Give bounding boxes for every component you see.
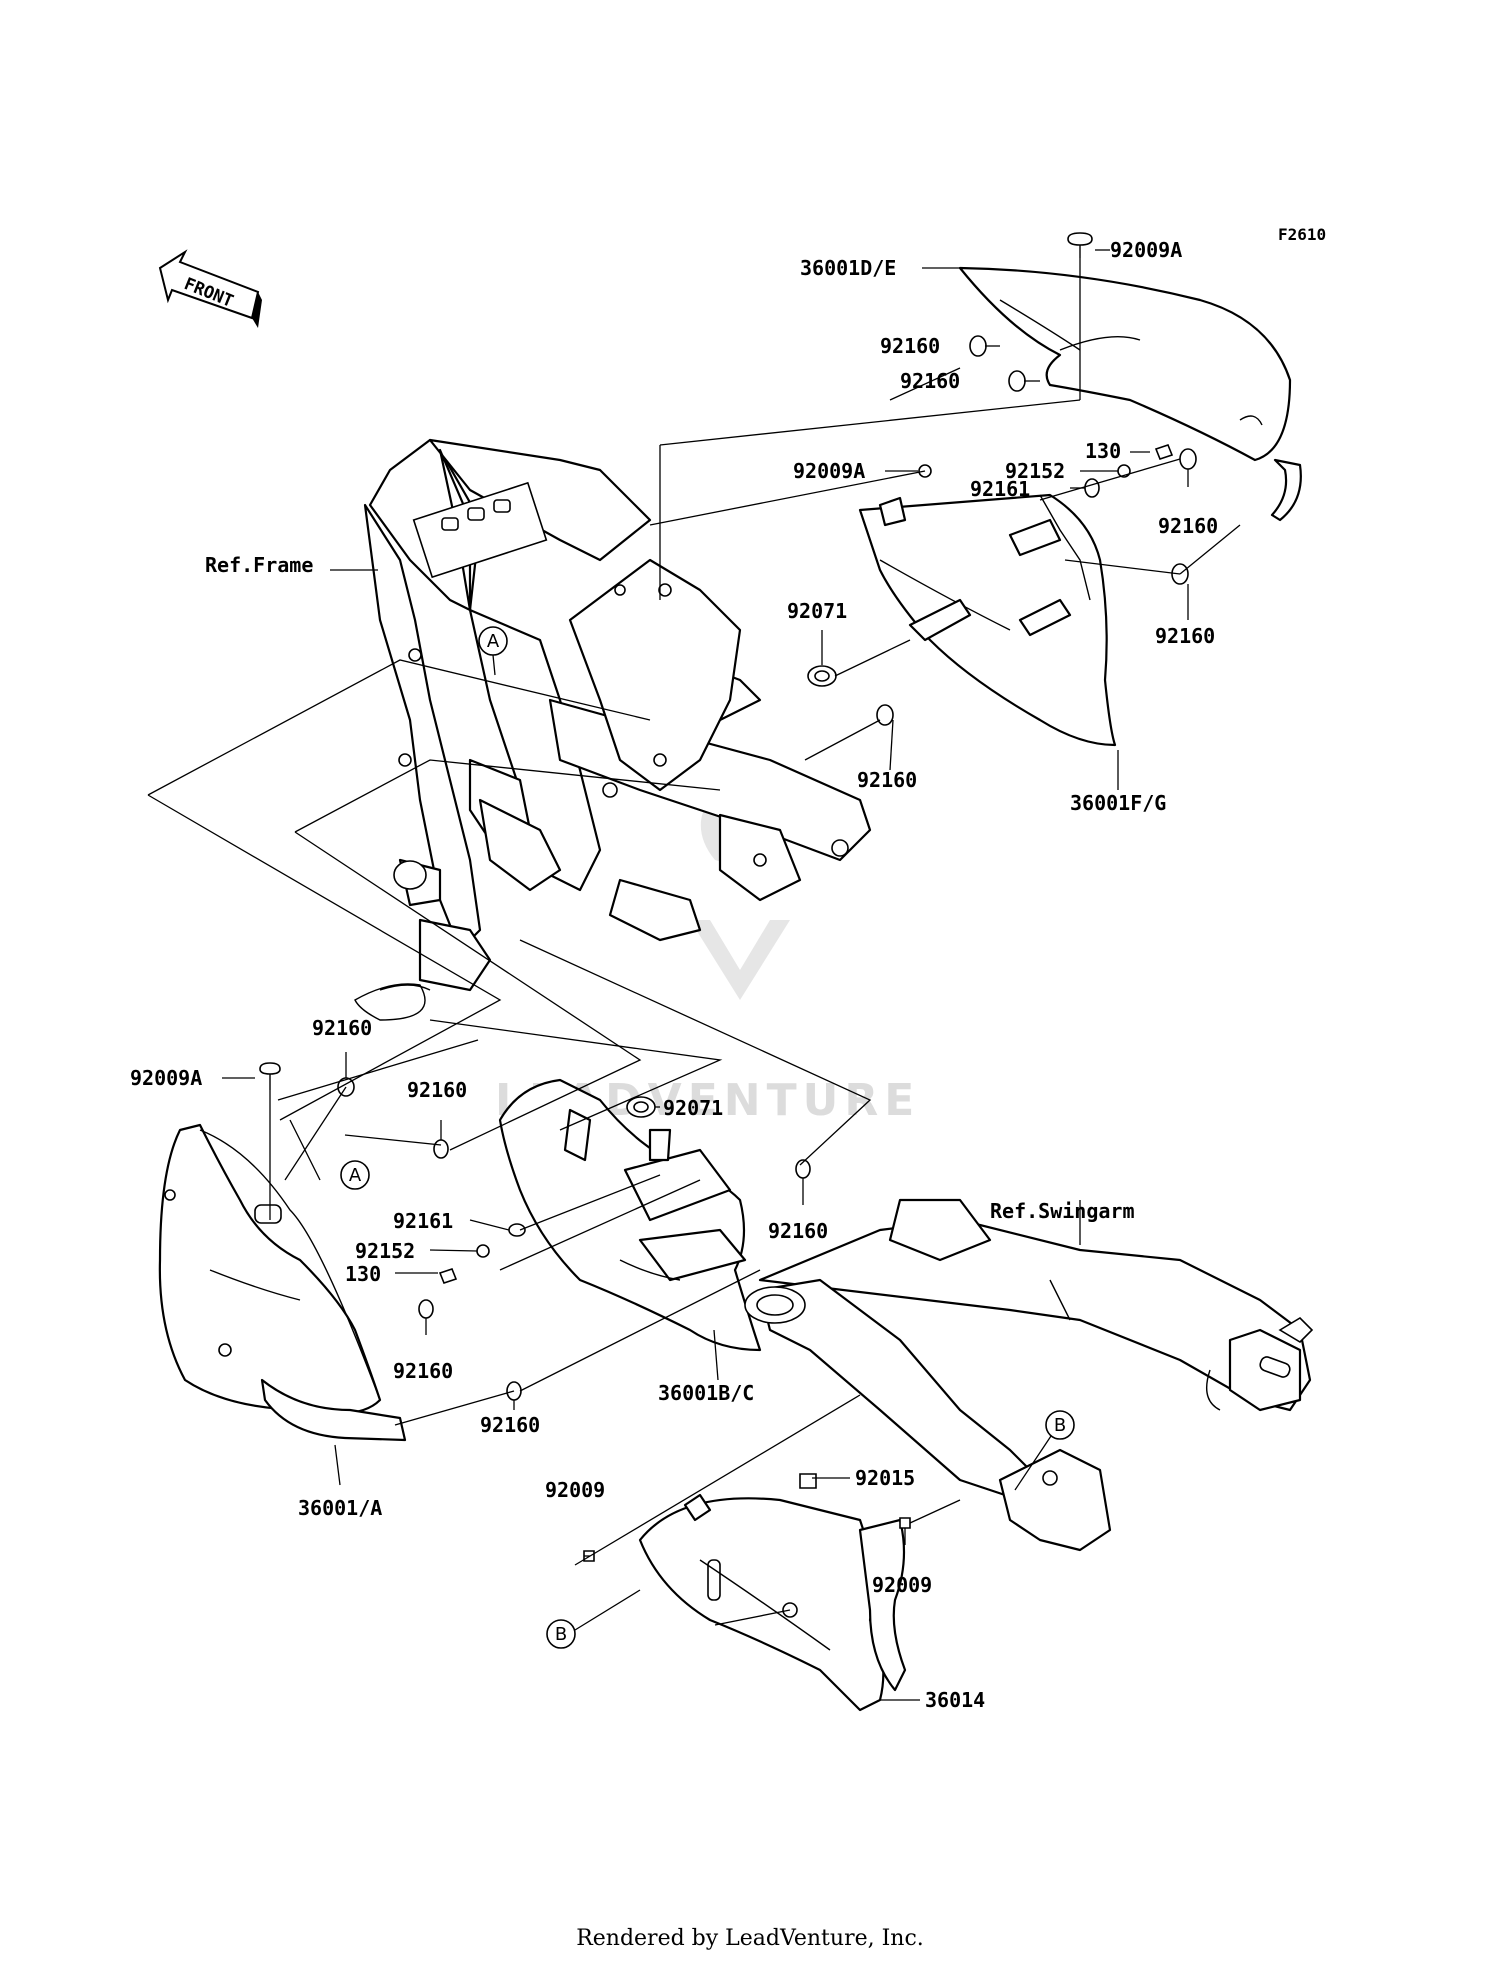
label-92009-left: 92009 — [545, 1478, 605, 1502]
label-92160-right-bot: 92160 — [1155, 624, 1215, 648]
svg-text:A: A — [487, 631, 500, 652]
swingarm-reference — [744, 1198, 1314, 1552]
label-92160-low-a: 92160 — [393, 1359, 453, 1383]
callout-b-right: B — [1045, 1410, 1075, 1440]
label-36001bc: 36001B/C — [658, 1381, 754, 1405]
label-92015: 92015 — [855, 1466, 915, 1490]
label-92160-left-top: 92160 — [312, 1016, 372, 1040]
label-92160-b: 92160 — [900, 369, 960, 393]
hardware — [259, 232, 1197, 1562]
label-ref-frame: Ref.Frame — [205, 553, 313, 577]
cover-36001bc — [498, 1078, 762, 1352]
label-92009-right: 92009 — [872, 1573, 932, 1597]
label-92161-top: 92161 — [970, 477, 1030, 501]
figure-code: F2610 — [1278, 225, 1326, 244]
label-92071-mid: 92071 — [663, 1096, 723, 1120]
label-92160-center: 92160 — [857, 768, 917, 792]
front-arrow-icon: FRONT — [158, 249, 262, 328]
label-92160-right-top: 92160 — [1158, 514, 1218, 538]
label-36001de: 36001D/E — [800, 256, 896, 280]
label-36001fg: 36001F/G — [1070, 791, 1166, 815]
svg-text:A: A — [349, 1165, 362, 1186]
label-92009a-left: 92009A — [130, 1066, 202, 1090]
svg-text:B: B — [555, 1624, 567, 1645]
label-92160-a: 92160 — [880, 334, 940, 358]
cover-36001de — [958, 266, 1302, 522]
label-92160-left-mid: 92160 — [407, 1078, 467, 1102]
chain-cover-36014 — [638, 1493, 907, 1712]
label-92071-top: 92071 — [787, 599, 847, 623]
label-92161-low: 92161 — [393, 1209, 453, 1233]
label-130-low: 130 — [345, 1262, 381, 1286]
label-92160-low-b: 92160 — [480, 1413, 540, 1437]
label-92152-low: 92152 — [355, 1239, 415, 1263]
label-36001a: 36001/A — [298, 1496, 382, 1520]
label-92009a-mid: 92009A — [793, 459, 865, 483]
label-92009a-top: 92009A — [1110, 238, 1182, 262]
footer-credit: Rendered by LeadVenture, Inc. — [576, 1926, 924, 1951]
leader-lines — [147, 249, 1241, 1701]
label-92160-mid-right: 92160 — [768, 1219, 828, 1243]
callouts: A A B B — [340, 626, 1075, 1649]
cover-36001a — [158, 1123, 407, 1442]
label-36014: 36014 — [925, 1688, 985, 1712]
label-130-top: 130 — [1085, 439, 1121, 463]
callout-a-left: A — [340, 1160, 370, 1190]
label-92152-top: 92152 — [1005, 459, 1065, 483]
frame-reference — [354, 438, 872, 1021]
cover-36001fg — [858, 493, 1117, 747]
callout-b-cover: B — [546, 1619, 576, 1649]
svg-text:B: B — [1054, 1415, 1066, 1436]
callout-a-top: A — [478, 626, 508, 656]
label-ref-swingarm: Ref.Swingarm — [990, 1199, 1135, 1223]
part-labels: 36001D/E 92009A 92160 92160 92009A 130 9… — [130, 238, 1218, 1712]
